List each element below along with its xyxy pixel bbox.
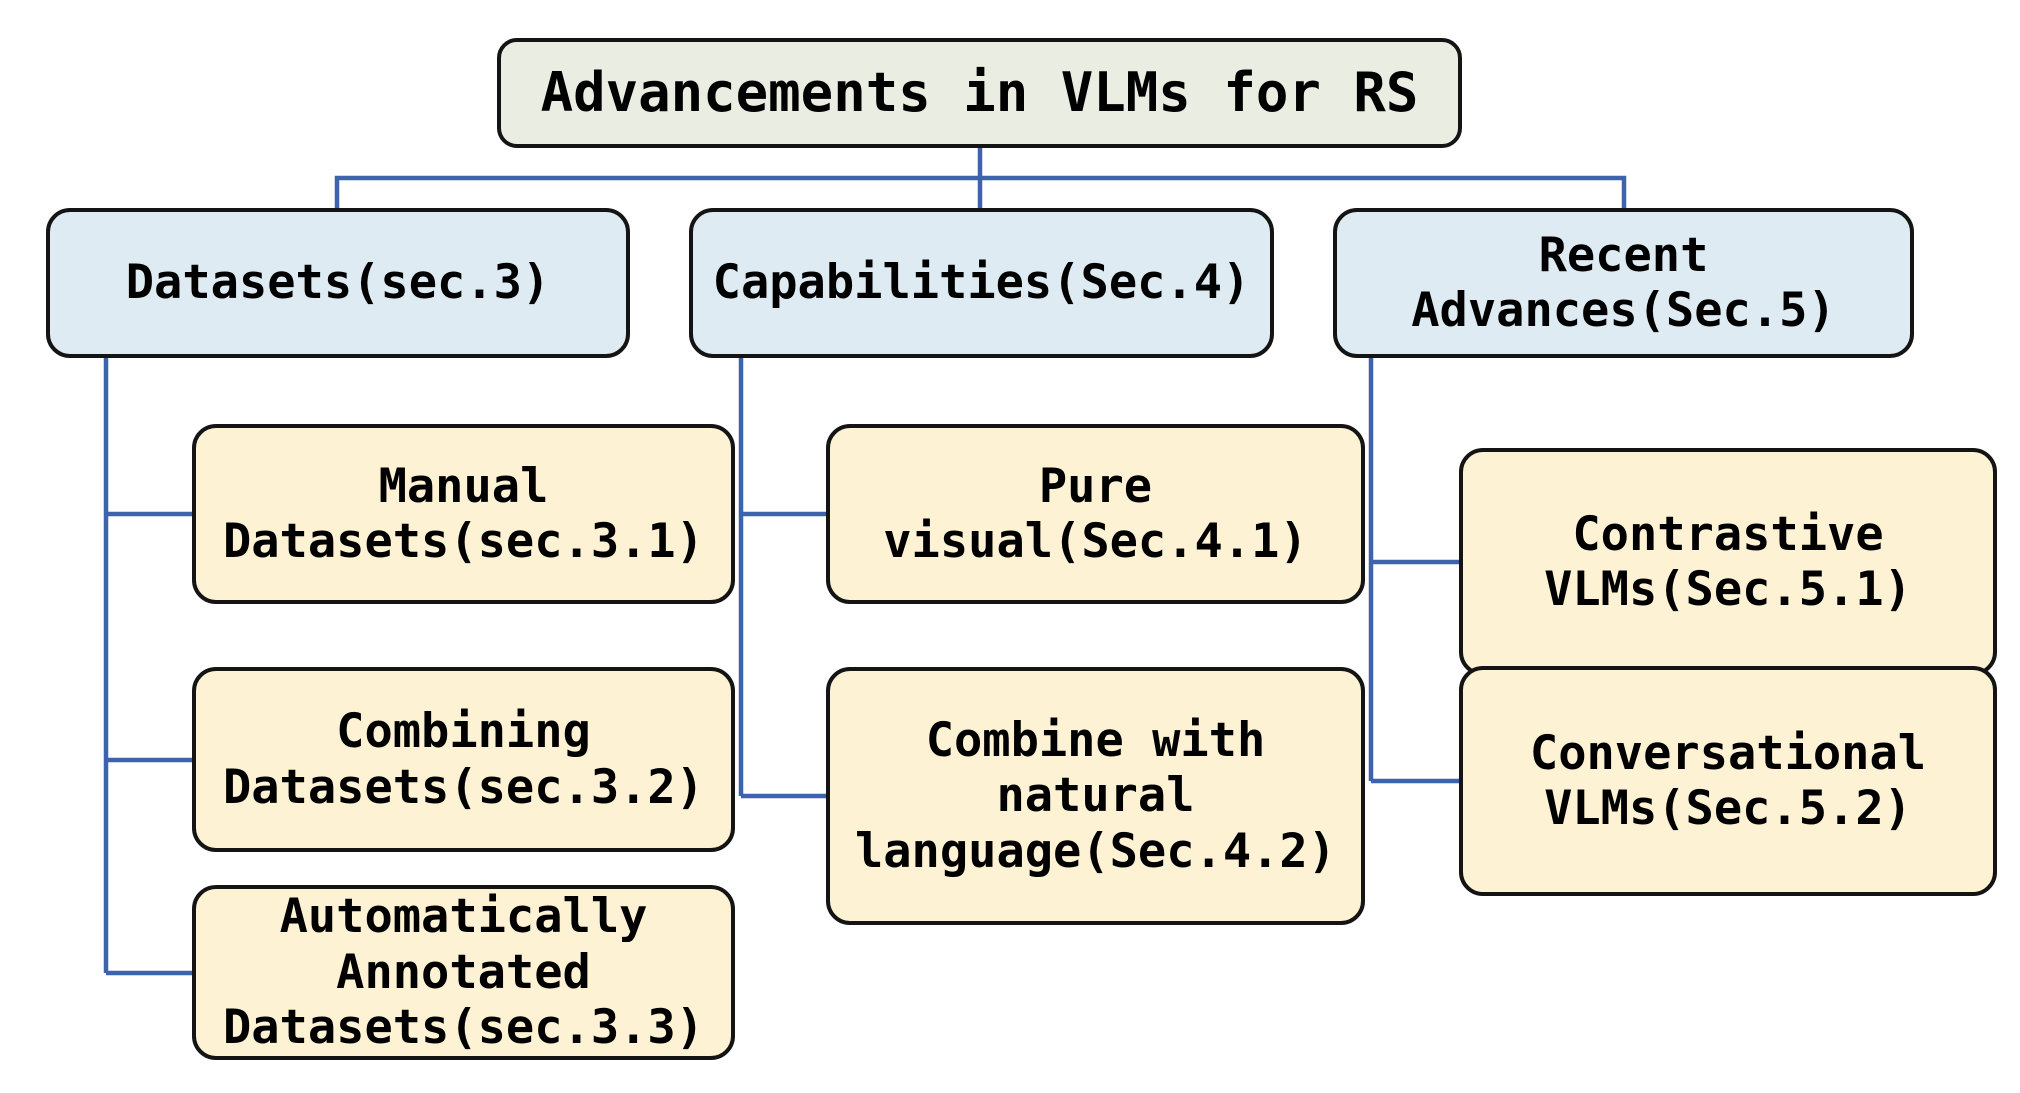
capabilities-children-connector [738, 358, 826, 799]
leaf-contrastive-vlms-label: Contrastive VLMs(Sec.5.1) [1544, 506, 1912, 617]
leaf-combining-datasets-label: Combining Datasets(sec.3.2) [222, 704, 705, 815]
leaf-conversational-vlms-label: Conversational VLMs(Sec.5.2) [1529, 725, 1927, 836]
recent-advances-children-connector [1368, 358, 1459, 784]
leaf-contrastive-vlms: Contrastive VLMs(Sec.5.1) [1459, 448, 1997, 676]
branch-recent-advances: Recent Advances(Sec.5) [1333, 208, 1914, 358]
leaf-pure-visual-label: Pure visual(Sec.4.1) [883, 458, 1308, 569]
leaf-auto-annotated-datasets-label: Automatically Annotated Datasets(sec.3.3… [222, 889, 705, 1056]
root-node: Advancements in VLMs for RS [497, 38, 1462, 148]
branch-capabilities-label: Capabilities(Sec.4) [712, 255, 1251, 311]
branch-capabilities: Capabilities(Sec.4) [689, 208, 1274, 358]
leaf-manual-datasets-label: Manual Datasets(sec.3.1) [222, 458, 705, 569]
root-node-label: Advancements in VLMs for RS [540, 61, 1419, 125]
leaf-pure-visual: Pure visual(Sec.4.1) [826, 424, 1365, 604]
branch-recent-advances-label: Recent Advances(Sec.5) [1411, 227, 1836, 338]
datasets-children-connector [103, 358, 192, 976]
leaf-manual-datasets: Manual Datasets(sec.3.1) [192, 424, 735, 604]
leaf-auto-annotated-datasets: Automatically Annotated Datasets(sec.3.3… [192, 885, 735, 1060]
leaf-combining-datasets: Combining Datasets(sec.3.2) [192, 667, 735, 852]
leaf-combine-natural-language-label: Combine with natural language(Sec.4.2) [854, 712, 1337, 879]
branch-datasets: Datasets(sec.3) [46, 208, 630, 358]
branch-datasets-label: Datasets(sec.3) [125, 255, 551, 311]
leaf-combine-natural-language: Combine with natural language(Sec.4.2) [826, 667, 1365, 925]
leaf-conversational-vlms: Conversational VLMs(Sec.5.2) [1459, 666, 1997, 896]
root-to-branches-connector [334, 148, 1627, 208]
